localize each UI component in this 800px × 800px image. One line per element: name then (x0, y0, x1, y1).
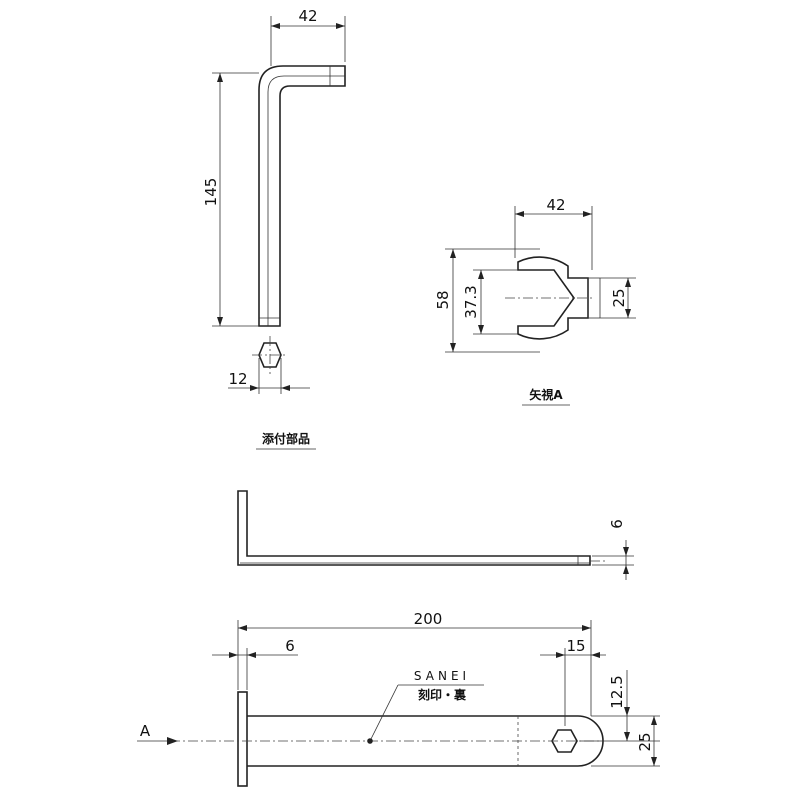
view-a-hex-dim: 25 (610, 288, 628, 307)
plan-width-dim: 25 (636, 732, 654, 751)
engraving-note: 刻印・裏 (418, 687, 467, 702)
view-a-caption: 矢視A (529, 387, 563, 402)
hex-size-dim: 12 (228, 370, 247, 388)
leader-dot (367, 738, 373, 744)
side-view: 6 (237, 490, 634, 580)
brand-engraving: SANEI (414, 669, 470, 683)
plan-offset-dim: 12.5 (608, 675, 626, 708)
plan-length-dim: 200 (414, 610, 443, 628)
view-a-arrow-label: A (140, 722, 151, 740)
view-a: 42 58 37.3 25 矢視A (434, 196, 636, 406)
hex-key-view: 42 145 12 添付部品 (202, 7, 346, 450)
attached-part-caption: 添付部品 (262, 431, 310, 446)
view-a-width-dim: 42 (546, 196, 565, 214)
view-a-inner-dim: 37.3 (462, 285, 480, 318)
side-thickness-dim: 6 (608, 519, 626, 529)
hex-key-height-dim: 145 (202, 178, 220, 207)
plan-tip-dim: 15 (566, 637, 585, 655)
view-a-outer-dim: 58 (434, 290, 452, 309)
plan-view: A 200 6 15 12.5 25 S (137, 610, 660, 787)
plan-flange-dim: 6 (285, 637, 295, 655)
hex-key-width-dim: 42 (298, 7, 317, 25)
